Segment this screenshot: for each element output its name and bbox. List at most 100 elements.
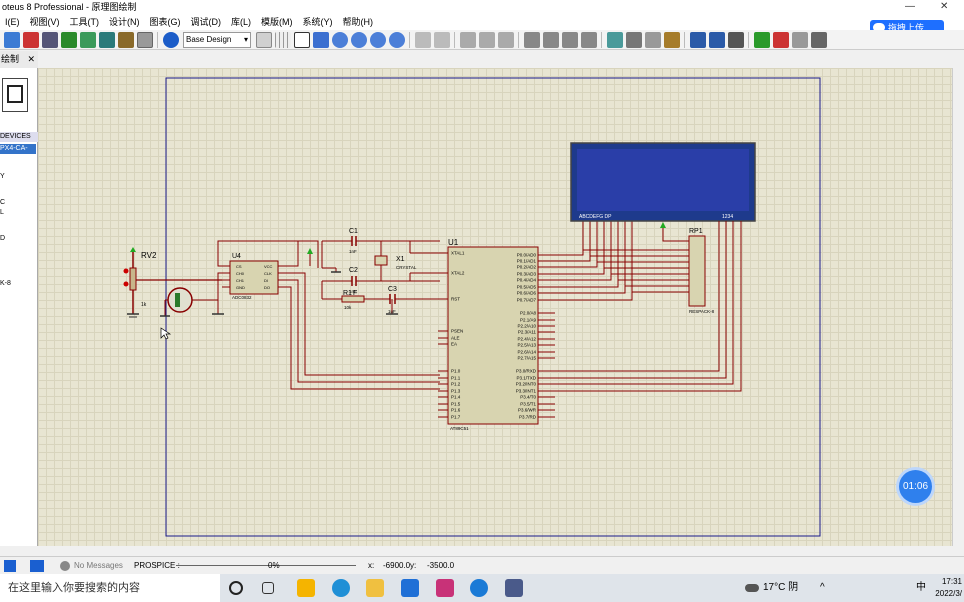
menu-design[interactable]: 设计(N): [109, 17, 140, 27]
grid-icon[interactable]: [274, 31, 291, 48]
layer-select[interactable]: Base Design ▾: [183, 31, 251, 48]
menu-library[interactable]: 库(L): [231, 17, 251, 27]
rp1-respack[interactable]: [660, 222, 706, 307]
undo-icon[interactable]: [414, 31, 431, 48]
c3-label: C3: [388, 286, 397, 293]
schematic-canvas[interactable]: RV2 1k U4 ADC0832 CS CH0 CH1 GND VCC CLK…: [38, 68, 964, 546]
save-icon[interactable]: [41, 31, 58, 48]
tab-schematic[interactable]: 绘制 ✕: [0, 51, 38, 68]
recording-timer[interactable]: 01:06: [899, 470, 932, 503]
wire-autorouter-icon[interactable]: [689, 31, 706, 48]
file-explorer-icon[interactable]: [366, 579, 384, 597]
menu-edit[interactable]: I(E): [5, 17, 20, 27]
ime-indicator[interactable]: 中: [916, 582, 926, 593]
page-icon[interactable]: [136, 31, 153, 48]
c2-value: 1nF: [349, 289, 357, 294]
device-item-selected[interactable]: PX4-CA-BL: [0, 144, 36, 162]
taskbar-search-input[interactable]: 在这里输入你要搜索的内容: [0, 574, 220, 602]
system-clock[interactable]: 17:31 2022/3/: [935, 576, 962, 600]
area-icon[interactable]: [117, 31, 134, 48]
device-item[interactable]: Y: [0, 173, 5, 180]
c1-value: 1nF: [349, 249, 357, 254]
cut-icon[interactable]: [459, 31, 476, 48]
u1-pin-label: P0.2/AD2: [517, 265, 537, 270]
print-icon[interactable]: [98, 31, 115, 48]
property-tool-icon[interactable]: [727, 31, 744, 48]
menu-debug[interactable]: 调试(D): [190, 17, 222, 27]
block-copy-icon[interactable]: [523, 31, 540, 48]
block-rotate-icon[interactable]: [561, 31, 578, 48]
u1-left-pins: XTAL1XTAL2RSTPSENALEEAP1.0P1.1P1.2P1.3P1…: [438, 251, 465, 420]
package-icon[interactable]: [644, 31, 661, 48]
display-digit-labels: 1234: [722, 214, 733, 220]
search-tag-icon[interactable]: [708, 31, 725, 48]
gauge-component[interactable]: [160, 287, 224, 317]
help-icon[interactable]: [162, 31, 179, 48]
import-icon[interactable]: [60, 31, 77, 48]
toolbar: Base Design ▾: [0, 30, 964, 50]
new-sheet-icon[interactable]: [753, 31, 770, 48]
stop-icon[interactable]: [30, 560, 44, 572]
u4-adc0832[interactable]: [222, 260, 288, 295]
device-item[interactable]: D: [0, 235, 6, 242]
window-title: oteus 8 Professional - 原理图绘制: [2, 2, 137, 12]
copy-icon[interactable]: [478, 31, 495, 48]
cortana-icon[interactable]: [229, 581, 243, 595]
block-delete-icon[interactable]: [580, 31, 597, 48]
menu-tools[interactable]: 工具(T): [69, 17, 100, 27]
weather-text[interactable]: 17°C 阴: [763, 582, 799, 593]
paste-icon[interactable]: [497, 31, 514, 48]
pick-device-icon[interactable]: [606, 31, 623, 48]
refresh-icon[interactable]: [255, 31, 272, 48]
menu-graph[interactable]: 图表(G): [149, 17, 181, 27]
browser-icon[interactable]: [470, 579, 488, 597]
r1-suffix: F: [353, 290, 357, 297]
app-icon[interactable]: [436, 579, 454, 597]
rv2-potentiometer[interactable]: [123, 247, 223, 318]
export-icon[interactable]: [79, 31, 96, 48]
task-view-icon[interactable]: [262, 582, 274, 594]
zoom-in-icon[interactable]: [331, 31, 348, 48]
cloud-icon: [873, 23, 885, 32]
goto-sheet-icon[interactable]: [791, 31, 808, 48]
make-device-icon[interactable]: [625, 31, 642, 48]
close-window-button[interactable]: ✕: [940, 1, 949, 12]
device-item[interactable]: L: [0, 209, 4, 216]
messages-status[interactable]: No Messages: [74, 561, 123, 570]
oscillator-circuit[interactable]: [321, 236, 440, 315]
zoom-area-icon[interactable]: [388, 31, 405, 48]
proteus-taskbar-icon[interactable]: [505, 579, 523, 597]
new-icon[interactable]: [3, 31, 20, 48]
u1-at89c51[interactable]: [447, 246, 539, 425]
u4-pin: DO: [264, 285, 270, 290]
device-item[interactable]: K-8: [0, 280, 11, 287]
netlist-icon[interactable]: [810, 31, 827, 48]
pan-icon[interactable]: [312, 31, 329, 48]
edge-icon[interactable]: [332, 579, 350, 597]
seven-segment-display[interactable]: [570, 142, 756, 222]
rp1-label: RP1: [689, 228, 703, 235]
decompose-icon[interactable]: [663, 31, 680, 48]
menu-system[interactable]: 系统(Y): [302, 17, 333, 27]
menu-help[interactable]: 帮助(H): [342, 17, 374, 27]
open-icon[interactable]: [22, 31, 39, 48]
zoom-all-icon[interactable]: [369, 31, 386, 48]
layer-select-value: Base Design: [186, 34, 232, 44]
play-icon[interactable]: [4, 560, 16, 572]
origin-icon[interactable]: [293, 31, 310, 48]
chevron-up-icon[interactable]: ^: [820, 582, 825, 593]
block-move-icon[interactable]: [542, 31, 559, 48]
zoom-out-icon[interactable]: [350, 31, 367, 48]
vertical-scrollbar[interactable]: [952, 68, 964, 546]
menu-view[interactable]: 视图(V): [29, 17, 60, 27]
store-icon[interactable]: [297, 579, 315, 597]
minimize-button[interactable]: —: [905, 1, 915, 12]
tab-close-icon[interactable]: ✕: [27, 54, 36, 64]
redo-icon[interactable]: [433, 31, 450, 48]
mail-icon[interactable]: [401, 579, 419, 597]
menu-template[interactable]: 模版(M): [261, 17, 293, 27]
device-item[interactable]: C: [0, 199, 6, 206]
overview-thumbnail[interactable]: [2, 78, 28, 112]
p0-segment-wire: [555, 221, 612, 281]
remove-sheet-icon[interactable]: [772, 31, 789, 48]
